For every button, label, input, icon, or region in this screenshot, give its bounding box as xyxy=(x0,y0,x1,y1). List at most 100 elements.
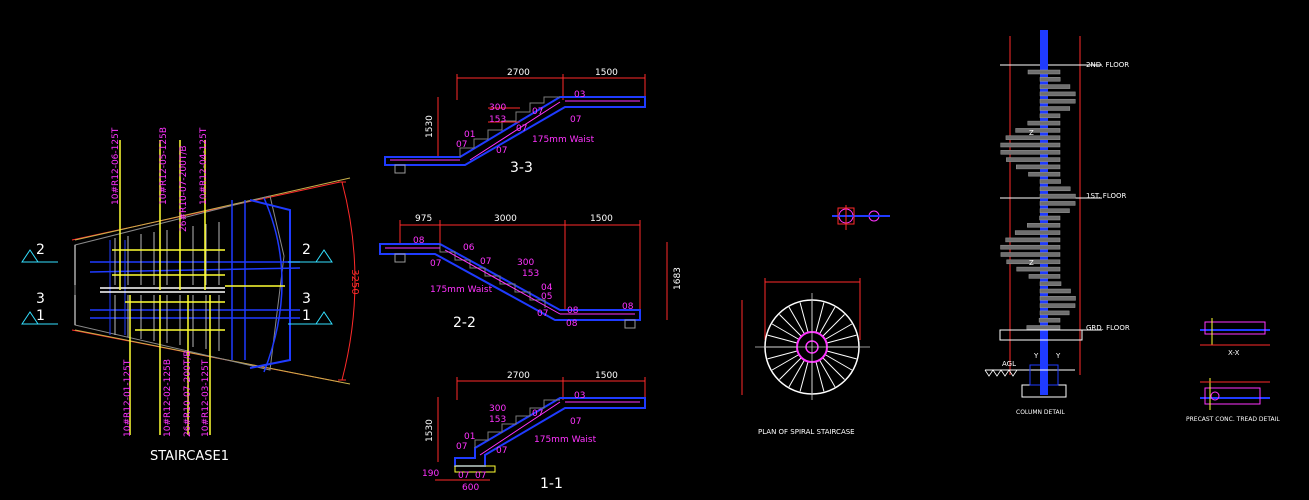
dim-start: 975 xyxy=(415,214,432,224)
column-tread xyxy=(1039,186,1071,192)
rebar-label-top-1: 10#R12-06-125T xyxy=(111,127,121,205)
riser-dim: 153 xyxy=(489,415,506,425)
spiral-tread-line xyxy=(779,314,802,337)
tread-dim: 300 xyxy=(489,404,506,414)
spiral-tread-line xyxy=(788,359,805,388)
column-tread xyxy=(1000,252,1061,257)
width-dimension: 3250 xyxy=(349,269,360,294)
bar-08d: 08 xyxy=(566,319,578,329)
bar-07c: 07 xyxy=(456,140,467,150)
column-tread xyxy=(1039,179,1061,184)
level-1st-floor: 1ST. FLOOR xyxy=(1086,192,1126,200)
agl-label: AGL xyxy=(1002,360,1016,368)
section-1-1: 2700 1500 1530 300 153 175mm Waist 03 07… xyxy=(422,371,646,493)
column-tread xyxy=(1005,135,1061,140)
dim-height: 1683 xyxy=(673,267,683,290)
marker-right-1: 1 xyxy=(302,308,311,324)
spiral-tread-line xyxy=(824,354,853,371)
spiral-tread-line xyxy=(788,306,805,335)
rebar-label-bot-3: 26#R10-07-200T/B xyxy=(183,350,193,437)
column-tread xyxy=(1039,77,1061,82)
dim-height: 1530 xyxy=(425,115,435,138)
bar-07c: 07 xyxy=(537,309,548,319)
column-tread xyxy=(1039,215,1061,221)
spiral-title: PLAN OF SPIRAL STAIRCASE xyxy=(758,428,855,436)
bar-08a: 08 xyxy=(413,236,425,246)
column-tread xyxy=(1039,303,1076,308)
rebar-label-top-2: 10#R12-05-125B xyxy=(159,127,169,205)
bar-08b: 08 xyxy=(567,306,579,316)
marker-left-1: 1 xyxy=(36,308,45,324)
bar-06: 06 xyxy=(463,243,475,253)
bar-07a: 07 xyxy=(532,107,543,117)
column-tread xyxy=(1039,201,1076,206)
column-tread xyxy=(1039,193,1076,199)
spiral-tread-line xyxy=(819,359,836,388)
dim-run: 3000 xyxy=(494,214,517,224)
waist-label: 175mm Waist xyxy=(534,435,597,445)
riser-dim: 153 xyxy=(522,269,539,279)
mark-z-lower: Z xyxy=(1029,259,1034,267)
tread-section-label: X-X xyxy=(1228,349,1240,357)
bar-07b: 07 xyxy=(570,115,581,125)
bar-07f: 07 xyxy=(475,471,486,481)
column-tread xyxy=(1039,288,1071,294)
column-tread xyxy=(1028,274,1061,279)
spiral-tread-line xyxy=(826,350,857,360)
dim-landing: 1500 xyxy=(590,214,613,224)
column-tread xyxy=(1026,325,1061,330)
column-tread xyxy=(1006,157,1061,162)
column-tread xyxy=(1039,91,1076,97)
column-tread xyxy=(1039,113,1061,119)
column-tread xyxy=(1016,266,1061,272)
spiral-tread-line xyxy=(799,302,809,333)
spiral-tread-line xyxy=(822,314,845,337)
spiral-tread-line xyxy=(822,357,845,380)
column-tread xyxy=(1039,281,1062,286)
waist-label: 175mm Waist xyxy=(430,285,493,295)
marker-right-2: 2 xyxy=(302,242,311,258)
waist-label: 175mm Waist xyxy=(532,135,595,145)
bar-07c: 07 xyxy=(456,442,467,452)
marker-left-2: 2 xyxy=(36,242,45,258)
marker-right-3: 3 xyxy=(302,291,311,307)
column-tread xyxy=(1006,259,1061,265)
dim-height: 1530 xyxy=(425,419,435,442)
bar-01: 01 xyxy=(464,432,475,442)
bar-03: 03 xyxy=(574,391,585,401)
level-2nd-floor: 2ND. FLOOR xyxy=(1086,61,1129,69)
bar-07d: 07 xyxy=(496,446,507,456)
rebar-label-top-3: 26#R10-07-200T/B xyxy=(179,145,189,232)
spiral-tread-line xyxy=(815,361,825,392)
column-tread xyxy=(1039,106,1071,111)
tread-title: PRECAST CONC. TREAD DETAIL xyxy=(1186,416,1280,423)
mark-z-upper: Z xyxy=(1029,129,1034,137)
section-2-2-title: 2-2 xyxy=(453,315,476,331)
bar-08c: 08 xyxy=(622,302,634,312)
dim-landing: 1500 xyxy=(595,68,618,78)
column-tread xyxy=(1000,142,1061,148)
column-title: COLUMN DETAIL xyxy=(1016,409,1065,416)
spiral-tread-line xyxy=(826,334,857,344)
spiral-tread-line xyxy=(767,334,798,344)
spiral-tread-line xyxy=(819,306,836,335)
riser-dim: 153 xyxy=(489,115,506,125)
section-1-1-title: 1-1 xyxy=(540,476,563,492)
rebar-label-bot-1: 10#R12-01-125T xyxy=(123,359,133,437)
column-tread xyxy=(1028,171,1061,177)
spiral-tread-line xyxy=(815,302,825,333)
section-marker-left: 2 3 1 xyxy=(21,242,58,325)
column-tread xyxy=(1039,208,1070,213)
rebar-label-bot-2: 10#R12-02-125B xyxy=(163,359,173,437)
bar-07a: 07 xyxy=(532,409,543,419)
mark-y-left: Y xyxy=(1033,352,1039,360)
section-2-2: 975 3000 1500 1683 300 153 175mm Waist 0… xyxy=(379,214,683,331)
tread-dim: 300 xyxy=(517,258,534,268)
bar-07b: 07 xyxy=(480,257,491,267)
bar-03: 03 xyxy=(574,90,585,100)
tread-dim: 300 xyxy=(489,103,506,113)
spiral-tread-line xyxy=(799,361,809,392)
column-tread xyxy=(1039,84,1071,89)
column-tread xyxy=(1000,244,1061,250)
spiral-tread-line xyxy=(767,350,798,360)
